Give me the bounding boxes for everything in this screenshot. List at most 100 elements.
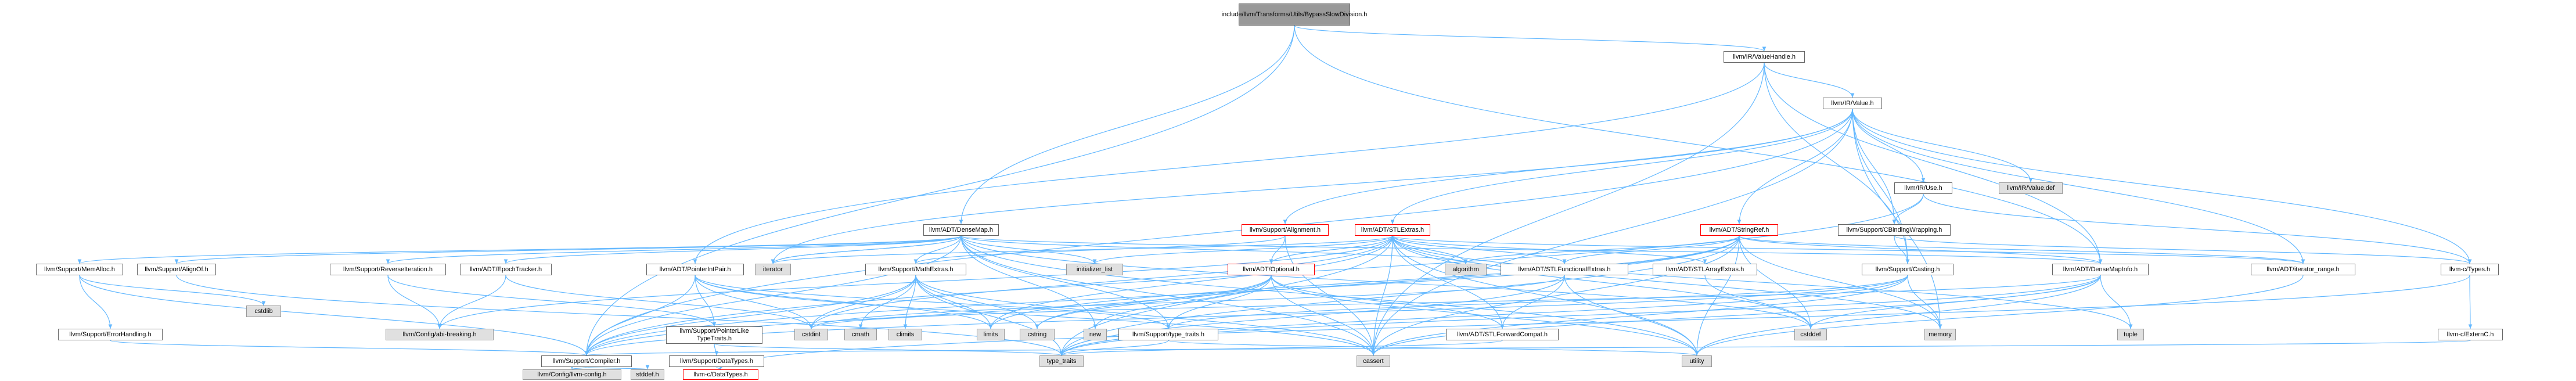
node-climits[interactable]: climits xyxy=(888,329,922,340)
node-datatypes[interactable]: llvm/Support/DataTypes.h xyxy=(669,355,764,367)
node-cstddef[interactable]: cstddef xyxy=(1794,329,1827,340)
edge-optional-to-compiler xyxy=(584,275,1272,356)
node-ctypes[interactable]: llvm-c/Types.h xyxy=(2441,264,2499,275)
edge-stringref-to-compiler xyxy=(584,235,1740,356)
node-densemapinfo[interactable]: llvm/ADT/DenseMapInfo.h xyxy=(2052,264,2149,275)
node-alignment[interactable]: llvm/Support/Alignment.h xyxy=(1242,224,1329,236)
node-stringref[interactable]: llvm/ADT/StringRef.h xyxy=(1700,224,1778,236)
edge-cbinding-to-ctypes xyxy=(1894,235,2472,264)
node-valuedef-label: llvm/IR/Value.def xyxy=(2006,185,2055,192)
node-memalloc[interactable]: llvm/Support/MemAlloc.h xyxy=(36,264,123,275)
node-stddef-label: stddef.h xyxy=(636,371,659,378)
node-new[interactable]: new xyxy=(1084,329,1107,340)
node-cstddef-label: cstddef xyxy=(1800,331,1821,338)
node-casting[interactable]: llvm/Support/Casting.h xyxy=(1862,264,1953,275)
node-epoch-label: llvm/ADT/EpochTracker.h xyxy=(469,266,542,273)
node-iterrange[interactable]: llvm/ADT/iterator_range.h xyxy=(2251,264,2355,275)
node-typetraitsllvm[interactable]: llvm/Support/type_traits.h xyxy=(1118,329,1218,340)
edge-stlextras-to-stlarray xyxy=(1392,235,1707,264)
node-abibreaking[interactable]: llvm/Config/abi-breaking.h xyxy=(386,329,494,340)
node-tuple[interactable]: tuple xyxy=(2117,329,2144,340)
edge-typetraitsllvm-to-typetraits xyxy=(1059,340,1169,356)
node-cassert[interactable]: cassert xyxy=(1357,355,1390,367)
edge-densemap-to-iterator xyxy=(771,235,962,264)
edge-stlextras-to-stlfunc xyxy=(1392,235,1567,264)
node-ptrlike[interactable]: llvm/Support/PointerLike TypeTraits.h xyxy=(666,326,762,344)
node-compiler[interactable]: llvm/Support/Compiler.h xyxy=(541,355,632,367)
node-alignof[interactable]: llvm/Support/AlignOf.h xyxy=(137,264,216,275)
node-cstring-label: cstring xyxy=(1027,331,1047,338)
node-mathextras[interactable]: llvm/Support/MathExtras.h xyxy=(865,264,966,275)
node-errorhandling-label: llvm/Support/ErrorHandling.h xyxy=(69,331,152,338)
edge-mathextras-to-climits xyxy=(903,275,916,329)
node-ctypes-label: llvm-c/Types.h xyxy=(2449,266,2491,273)
node-externc[interactable]: llvm-c/ExternC.h xyxy=(2438,329,2503,340)
node-reverseiter[interactable]: llvm/Support/ReverseIteration.h xyxy=(330,264,446,275)
node-root[interactable]: include/llvm/Transforms/Utils/BypassSlow… xyxy=(1222,3,1367,26)
node-epoch[interactable]: llvm/ADT/EpochTracker.h xyxy=(460,264,552,275)
edge-stringref-to-iterrange xyxy=(1739,235,2305,264)
node-stlfwd[interactable]: llvm/ADT/STLForwardCompat.h xyxy=(1446,329,1559,340)
edge-casting-to-typetraits xyxy=(1059,275,1908,356)
node-cbinding[interactable]: llvm/Support/CBindingWrapping.h xyxy=(1838,224,1951,236)
node-algorithm[interactable]: algorithm xyxy=(1445,264,1487,275)
node-cstdlib-label: cstdlib xyxy=(254,308,273,315)
edge-densemapinfo-to-tuple xyxy=(2100,275,2133,329)
node-ptrlike-label-1: llvm/Support/PointerLike xyxy=(679,328,749,335)
node-use[interactable]: llvm/IR/Use.h xyxy=(1894,182,1952,194)
node-valuehandle[interactable]: llvm/IR/ValueHandle.h xyxy=(1724,51,1805,63)
node-limits[interactable]: limits xyxy=(977,329,1005,340)
node-typetraits[interactable]: type_traits xyxy=(1039,355,1084,367)
edge-memalloc-to-errorhandling xyxy=(79,275,113,329)
edge-optional-to-cstring xyxy=(1035,275,1272,329)
edge-value-to-valuedef xyxy=(1852,109,2033,183)
node-cdatatypes[interactable]: llvm-c/DataTypes.h xyxy=(683,369,758,380)
edge-alignment-to-cassert xyxy=(1285,235,1376,356)
node-casting-label: llvm/Support/Casting.h xyxy=(1875,266,1940,273)
node-errorhandling[interactable]: llvm/Support/ErrorHandling.h xyxy=(58,329,163,340)
edge-stlextras-to-cassert xyxy=(1371,235,1393,356)
node-valuehandle-label: llvm/IR/ValueHandle.h xyxy=(1732,53,1796,60)
node-cbinding-label: llvm/Support/CBindingWrapping.h xyxy=(1846,227,1942,233)
edge-densemap-to-initlist xyxy=(960,235,1097,264)
edge-valuehandle-to-cassert xyxy=(1371,62,1765,356)
node-stddef[interactable]: stddef.h xyxy=(631,369,664,380)
node-cstring[interactable]: cstring xyxy=(1020,329,1055,340)
edge-compiler-to-llvmconfig xyxy=(570,365,587,370)
edge-stringref-to-utility xyxy=(1694,235,1740,356)
edge-errorhandling-to-compiler xyxy=(110,340,588,356)
edge-mathextras-to-limits xyxy=(915,275,993,329)
node-cstdint[interactable]: cstdint xyxy=(794,329,828,340)
node-alignment-label: llvm/Support/Alignment.h xyxy=(1249,227,1321,233)
node-ptrintpair[interactable]: llvm/ADT/PointerIntPair.h xyxy=(646,264,744,275)
edge-mathextras-to-typetraits xyxy=(915,275,1064,356)
node-llvmconfig[interactable]: llvm/Config/llvm-config.h xyxy=(523,369,621,380)
node-optional[interactable]: llvm/ADT/Optional.h xyxy=(1228,264,1315,275)
node-cstdlib[interactable]: cstdlib xyxy=(246,305,281,317)
edge-stlextras-to-cstddef xyxy=(1392,235,1813,329)
edge-mathextras-to-cstring xyxy=(915,275,1039,329)
node-iterator[interactable]: iterator xyxy=(755,264,791,275)
node-initlist[interactable]: initializer_list xyxy=(1066,264,1123,275)
node-stlfunc[interactable]: llvm/ADT/STLFunctionalExtras.h xyxy=(1501,264,1628,275)
node-optional-label: llvm/ADT/Optional.h xyxy=(1243,266,1300,273)
node-valuedef[interactable]: llvm/IR/Value.def xyxy=(1999,182,2063,194)
node-stlfunc-label: llvm/ADT/STLFunctionalExtras.h xyxy=(1518,266,1611,273)
node-stringref-label: llvm/ADT/StringRef.h xyxy=(1709,227,1769,233)
node-value[interactable]: llvm/IR/Value.h xyxy=(1823,98,1882,109)
edge-stlfunc-to-cstdint xyxy=(809,275,1565,329)
node-ptrintpair-label: llvm/ADT/PointerIntPair.h xyxy=(659,266,731,273)
node-densemap[interactable]: llvm/ADT/DenseMap.h xyxy=(923,224,999,236)
node-utility[interactable]: utility xyxy=(1682,355,1712,367)
node-stlarray[interactable]: llvm/ADT/STLArrayExtras.h xyxy=(1653,264,1757,275)
edge-value-to-ctypes xyxy=(1852,109,2472,264)
edge-ptrlike-to-typetraits xyxy=(714,343,1063,356)
edge-value-to-memory xyxy=(1852,109,1942,329)
node-cassert-label: cassert xyxy=(1363,358,1384,365)
edge-mathextras-to-cassert xyxy=(915,275,1376,356)
node-stlextras[interactable]: llvm/ADT/STLExtras.h xyxy=(1355,224,1430,236)
node-datatypes-label: llvm/Support/DataTypes.h xyxy=(680,358,753,365)
node-cmath[interactable]: cmath xyxy=(844,329,877,340)
node-memory[interactable]: memory xyxy=(1924,329,1956,340)
edge-value-to-stringref xyxy=(1737,109,1853,225)
